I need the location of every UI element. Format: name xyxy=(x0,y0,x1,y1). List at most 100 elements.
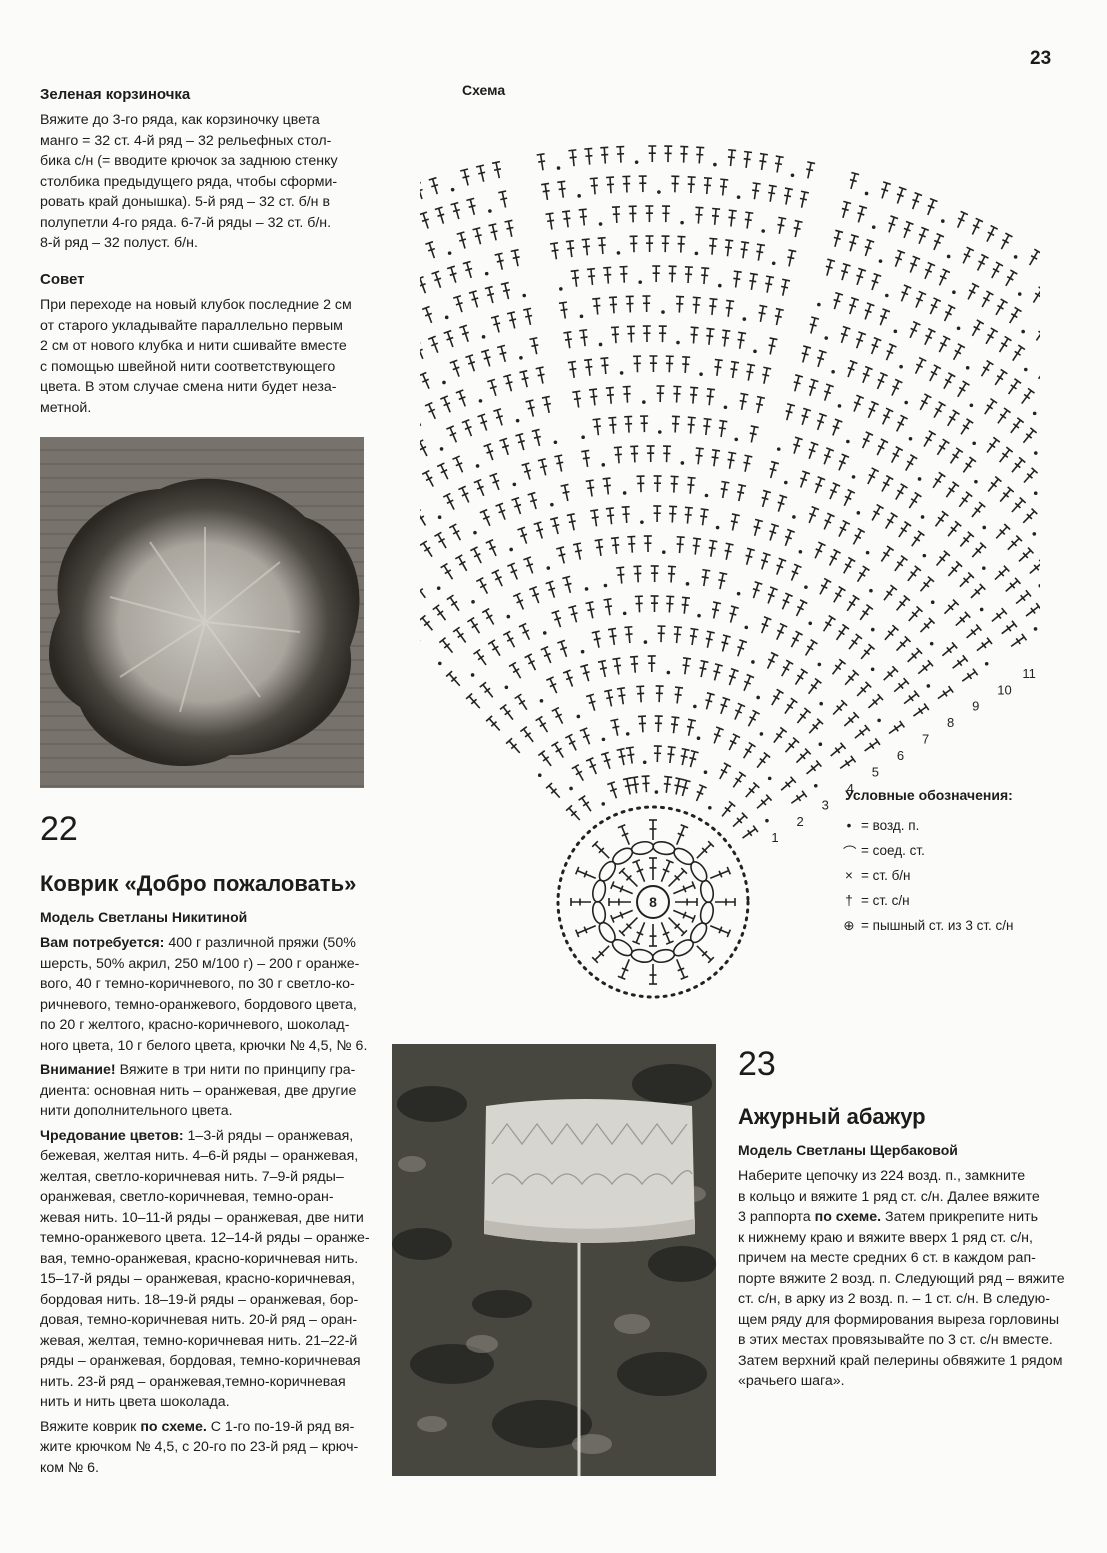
text-span: Вяжите коврик xyxy=(40,1419,140,1435)
scheme-row-number: 8 xyxy=(947,715,954,730)
text-line: «рачьего шага». xyxy=(738,1371,1065,1392)
text-span: Вяжите в три нити по принципу гра- xyxy=(116,1062,356,1078)
text-line: в этих местах провязывайте по 3 ст. с/н … xyxy=(738,1330,1065,1351)
text-line: нити дополнительного цвета. xyxy=(40,1101,370,1122)
basket-text: Вяжите до 3-го ряда, как корзиночку цвет… xyxy=(40,110,365,254)
text-line: ст. с/н, в арку из 2 возд. п. – 1 ст. с/… xyxy=(738,1289,1065,1310)
scheme-row-number: 6 xyxy=(897,748,904,763)
text-line: щем ряду для формирования выреза горлови… xyxy=(738,1310,1065,1331)
text-line: ричневого, темно-оранжевого, бордового ц… xyxy=(40,995,370,1016)
project-22-body: Вам потребуется: 400 г различной пряжи (… xyxy=(40,933,370,1478)
scheme-row-number: 9 xyxy=(972,699,979,714)
scheme-ref: по схеме. xyxy=(815,1209,881,1225)
legend-item-chain: • = возд. п. xyxy=(843,813,1014,838)
text-line: жите крючком № 4,5, с 20-го по 23-й ряд … xyxy=(40,1437,370,1458)
text-line: Вяжите коврик по схеме. С 1-го по-19-й р… xyxy=(40,1417,370,1438)
text-line: ряды – оранжевая, бордовая, темно-коричн… xyxy=(40,1351,370,1372)
project-23-model: Модель Светланы Щербаковой xyxy=(738,1142,958,1158)
project-23-title: Ажурный абажур xyxy=(738,1104,926,1130)
text-line: Внимание! Вяжите в три нити по принципу … xyxy=(40,1060,370,1081)
legend-text: = возд. п. xyxy=(861,818,919,833)
text-line: по 20 г желтого, красно-коричневого, шок… xyxy=(40,1015,370,1036)
scheme-ref: по схеме. xyxy=(140,1419,206,1435)
legend-text: = ст. б/н xyxy=(861,868,911,883)
legend-text: = ст. с/н xyxy=(861,893,910,908)
scheme-row-number: 2 xyxy=(796,814,803,829)
text-span: 400 г различной пряжи (50% xyxy=(164,935,355,951)
double-crochet-icon: † xyxy=(843,893,855,908)
scheme-row-number: 5 xyxy=(872,764,879,779)
text-line: жевая, желтая, темно-коричневая нить. 21… xyxy=(40,1331,370,1352)
rug-photo xyxy=(40,437,364,788)
basket-title: Зеленая корзиночка xyxy=(40,86,190,103)
text-span: Затем прикрепите нить xyxy=(881,1209,1038,1225)
chain-icon: • xyxy=(843,818,855,833)
text-line: оранжевая, светло-коричневая, темно-оран… xyxy=(40,1187,370,1208)
text-line: ровать край донышка). 5-й ряд – 32 ст. б… xyxy=(40,192,365,213)
text-line: довая, темно-коричневая нить. 20-й ряд –… xyxy=(40,1310,370,1331)
text-line: от старого укладывайте параллельно первы… xyxy=(40,316,365,337)
legend-item-puff: ⊕ = пышный ст. из 3 ст. с/н xyxy=(843,913,1014,938)
text-line: вого, 40 г темно-коричневого, по 30 г св… xyxy=(40,974,370,995)
text-line: нить и нить цвета шоколада. xyxy=(40,1392,370,1413)
project-22-title: Коврик «Добро пожаловать» xyxy=(40,871,356,897)
text-line: Затем верхний край пелерины обвяжите 1 р… xyxy=(738,1351,1065,1372)
text-line: 15–17-й ряды – оранжевая, красно-коричне… xyxy=(40,1269,370,1290)
text-line: 3 раппорта по схеме. Затем прикрепите ни… xyxy=(738,1207,1065,1228)
lampshade-photo xyxy=(392,1044,716,1476)
text-line: с помощью швейной нити соответствующего xyxy=(40,357,365,378)
text-line: При переходе на новый клубок последние 2… xyxy=(40,295,365,316)
text-line: Наберите цепочку из 224 возд. п., замкни… xyxy=(738,1166,1065,1187)
text-line: Вам потребуется: 400 г различной пряжи (… xyxy=(40,933,370,954)
text-line: 8-й ряд – 32 полуст. б/н. xyxy=(40,233,365,254)
text-line: в кольцо и вяжите 1 ряд ст. с/н. Далее в… xyxy=(738,1187,1065,1208)
scheme-right-sector xyxy=(681,172,1040,838)
puff-stitch-icon: ⊕ xyxy=(843,918,855,934)
text-line: желтая, светло-коричневая нить. 7–9-й ря… xyxy=(40,1167,370,1188)
legend-item-sc: × = ст. б/н xyxy=(843,863,1014,888)
tip-title: Совет xyxy=(40,271,85,288)
rug-illustration xyxy=(40,437,364,788)
project-23-body: Наберите цепочку из 224 возд. п., замкни… xyxy=(738,1166,1065,1392)
text-line: нить. 23-й ряд – оранжевая,темно-коричне… xyxy=(40,1372,370,1393)
text-line: полупетли 4-го ряда. 6-7-й ряды – 32 ст.… xyxy=(40,213,365,234)
text-line: порте вяжите 2 возд. п. Следующий ряд – … xyxy=(738,1269,1065,1290)
text-span: 3 раппорта xyxy=(738,1209,815,1225)
text-line: Вяжите до 3-го ряда, как корзиночку цвет… xyxy=(40,110,365,131)
text-span: С 1-го по-19-й ряд вя- xyxy=(207,1419,355,1435)
project-22-model: Модель Светланы Никитиной xyxy=(40,909,247,925)
text-line: темно-оранжевого цвета. 12–14-й ряды – о… xyxy=(40,1228,370,1249)
legend-text: = пышный ст. из 3 ст. с/н xyxy=(861,918,1014,933)
scheme-row-number: 1 xyxy=(771,830,778,845)
scheme-left-sector xyxy=(420,162,632,820)
single-crochet-icon: × xyxy=(843,868,855,883)
tip-text: При переходе на новый клубок последние 2… xyxy=(40,295,365,418)
text-line: бежевая, желтая нить. 4–6-й ряды – оранж… xyxy=(40,1146,370,1167)
scheme-center-label: 8 xyxy=(649,894,657,910)
text-line: манго = 32 ст. 4-й ряд – 32 рельефных ст… xyxy=(40,131,365,152)
legend-list: • = возд. п. ⌒ = соед. ст. × = ст. б/н †… xyxy=(843,813,1014,938)
text-line: жевая нить. 10–11-й ряды – оранжевая, дв… xyxy=(40,1208,370,1229)
text-line: причем на месте средних 6 ст. в каждом р… xyxy=(738,1248,1065,1269)
scheme-row-number: 7 xyxy=(922,732,929,747)
legend-text: = соед. ст. xyxy=(861,843,925,858)
text-line: столбика предыдущего ряда, чтобы сформи- xyxy=(40,172,365,193)
text-line: к нижнему краю и вяжите вверх 1 ряд ст. … xyxy=(738,1228,1065,1249)
text-line: ного цвета, 10 г белого цвета, крючки № … xyxy=(40,1036,370,1057)
scheme-row-number: 11 xyxy=(1022,666,1036,681)
colors-label: Чредование цветов: xyxy=(40,1128,184,1144)
text-line: Чредование цветов: 1–3-й ряды – оранжева… xyxy=(40,1126,370,1147)
text-line: метной. xyxy=(40,398,365,419)
legend-item-slip: ⌒ = соед. ст. xyxy=(843,838,1014,863)
text-line: шерсть, 50% акрил, 250 м/100 г) – 200 г … xyxy=(40,954,370,975)
text-line: диента: основная нить – оранжевая, две д… xyxy=(40,1081,370,1102)
slip-stitch-icon: ⌒ xyxy=(843,841,855,861)
project-22-number: 22 xyxy=(40,810,78,849)
lampshade-illustration xyxy=(392,1044,716,1476)
text-line: бордовая нить. 18–19-й ряды – оранжевая,… xyxy=(40,1290,370,1311)
text-line: бика с/н (= вводите крючок за заднюю сте… xyxy=(40,151,365,172)
need-label: Вам потребуется: xyxy=(40,935,164,951)
project-23-number: 23 xyxy=(738,1045,776,1084)
attention-label: Внимание! xyxy=(40,1062,116,1078)
text-span: 1–3-й ряды – оранжевая, xyxy=(184,1128,354,1144)
